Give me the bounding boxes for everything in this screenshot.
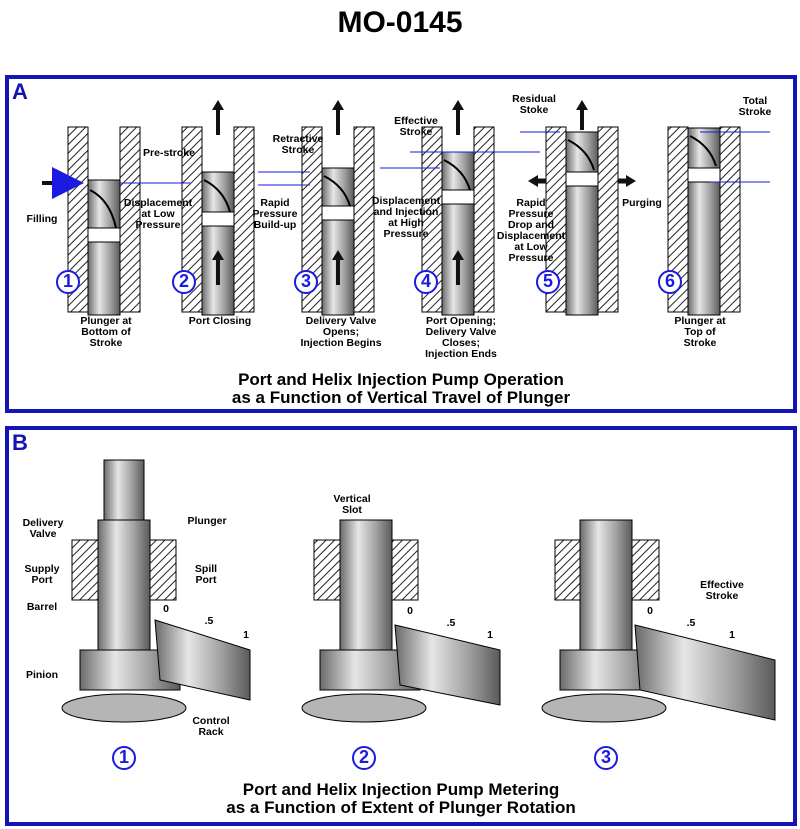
scale-tick-1-c: 1	[729, 629, 735, 641]
pre-stroke-label: Pre-stroke	[143, 147, 195, 159]
step-1-bottom-label: Plunger at Bottom of Stroke	[80, 315, 132, 349]
panel-b-letter: B	[12, 430, 28, 455]
scale-tick-0-b: 0	[407, 605, 413, 617]
panel-a-letter: A	[12, 79, 28, 104]
metering-assembly-1	[61, 459, 251, 723]
step-3-side-label: Rapid Pressure Build-up	[252, 197, 298, 231]
stroke-dimension-lines	[120, 131, 770, 186]
panel-b-caption-line-2: as a Function of Extent of Plunger Rotat…	[226, 798, 576, 817]
step-6-bottom-label: Plunger at Top of Stroke	[674, 315, 726, 349]
metering-assembly-2	[301, 519, 501, 723]
step-number-3: 3	[294, 270, 318, 294]
diagram-title: MO-0145	[337, 6, 463, 39]
metering-number-1: 1	[112, 746, 136, 770]
metering-assembly-3	[541, 519, 776, 723]
pump-stage-6	[667, 126, 741, 316]
scale-tick-0-c: 0	[647, 605, 653, 617]
step-number-4: 4	[414, 270, 438, 294]
spill-port-label: Spill Port	[194, 563, 218, 586]
control-rack-label: Control Rack	[192, 715, 230, 738]
scale-tick-half-c: .5	[686, 617, 696, 629]
pump-stage-1	[67, 126, 141, 316]
plunger-label: Plunger	[187, 515, 227, 527]
flow-arrows	[42, 100, 636, 285]
panel-b-caption-line-1: Port and Helix Injection Pump Metering	[242, 780, 560, 799]
scale-tick-0-a: 0	[163, 603, 169, 615]
step-2-bottom-label: Port Closing	[188, 315, 252, 327]
step-5-side-label: Rapid Pressure Drop and Displacement at …	[496, 197, 566, 264]
delivery-valve-label: Delivery Valve	[22, 517, 64, 540]
barrel-label: Barrel	[26, 601, 58, 613]
scale-tick-1-a: 1	[243, 629, 249, 641]
supply-port-label: Supply Port	[24, 563, 60, 586]
residual-stroke-label: Residual Stoke	[512, 93, 556, 116]
step-number-2: 2	[172, 270, 196, 294]
metering-number-2: 2	[352, 746, 376, 770]
step-4-bottom-label: Port Opening; Delivery Valve Closes; Inj…	[425, 315, 497, 360]
pump-stage-5	[545, 126, 619, 316]
step-number-1: 1	[56, 270, 80, 294]
step-number-6: 6	[658, 270, 682, 294]
pump-stage-4	[421, 126, 495, 316]
step-2-side-label: Displacement at Low Pressure	[123, 197, 193, 231]
step-6-side-label: Purging	[622, 197, 662, 209]
pump-stage-3	[301, 126, 375, 316]
step-1-side-label: Filling	[26, 213, 58, 225]
effective-stroke-label: Effective Stroke	[394, 115, 438, 138]
pump-stage-2	[181, 126, 255, 316]
panel-a-caption-line-1: Port and Helix Injection Pump Operation	[238, 370, 564, 389]
panel-a	[5, 75, 797, 413]
step-4-side-label: Displacement and Injection at High Press…	[371, 195, 441, 240]
scale-tick-1-b: 1	[487, 629, 493, 641]
scale-tick-half-b: .5	[446, 617, 456, 629]
step-3-bottom-label: Delivery Valve Opens; Injection Begins	[300, 315, 382, 349]
scale-tick-half-a: .5	[204, 615, 214, 627]
pinion-label: Pinion	[25, 669, 59, 681]
step-number-5: 5	[536, 270, 560, 294]
effective-stroke-b-label: Effective Stroke	[700, 579, 744, 602]
metering-number-3: 3	[594, 746, 618, 770]
total-stroke-label: Total Stroke	[738, 95, 772, 118]
panel-a-caption-line-2: as a Function of Vertical Travel of Plun…	[231, 388, 571, 407]
retractive-stroke-label: Retractive Stroke	[272, 133, 324, 156]
panel-b	[5, 426, 797, 826]
vertical-slot-label: Vertical Slot	[333, 493, 371, 516]
